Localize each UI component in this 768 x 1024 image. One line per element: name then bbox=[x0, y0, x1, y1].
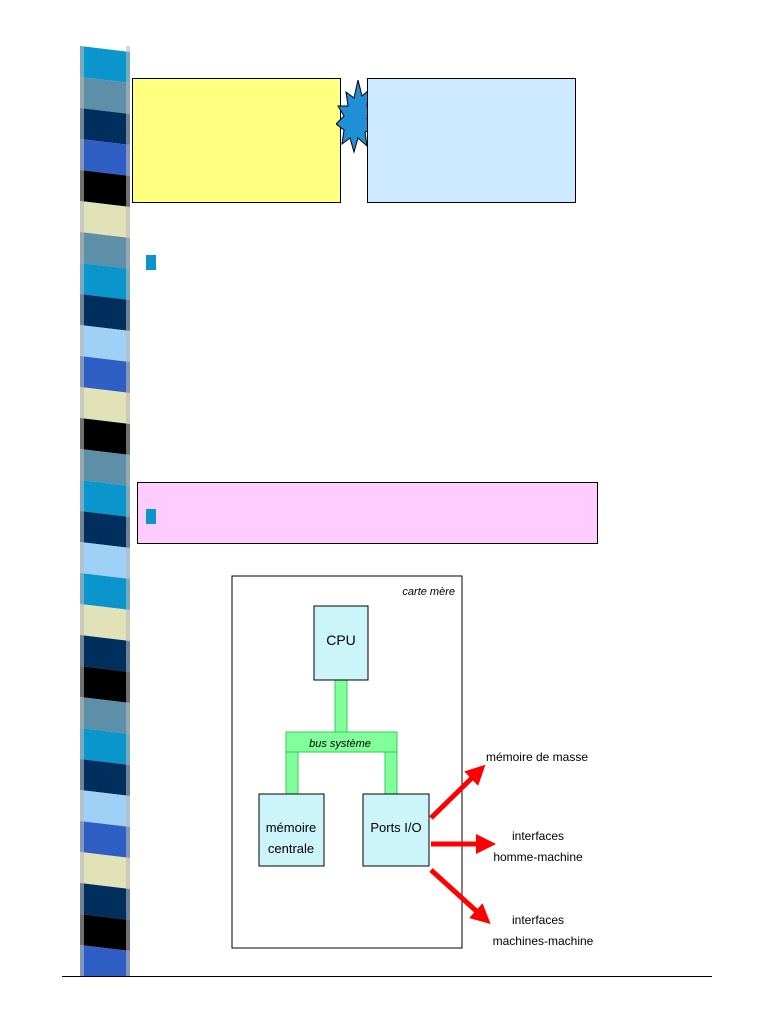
strip-band bbox=[80, 666, 130, 703]
strip-band bbox=[80, 604, 130, 641]
mmi-label-line2: machines-machine bbox=[493, 934, 594, 948]
square-bullet-icon bbox=[146, 255, 156, 270]
decorative-side-strip bbox=[80, 46, 130, 976]
strip-band bbox=[80, 945, 130, 976]
memory-label-line2: centrale bbox=[268, 841, 314, 856]
strip-band bbox=[80, 697, 130, 734]
strip-band bbox=[80, 418, 130, 455]
hmi-label-line1: interfaces bbox=[512, 829, 564, 843]
strip-band bbox=[80, 201, 130, 238]
strip-band bbox=[80, 108, 130, 145]
strip-band bbox=[80, 139, 130, 176]
cpu-label: CPU bbox=[326, 632, 356, 648]
mmi-label-line1: interfaces bbox=[512, 913, 564, 927]
strip-band bbox=[80, 759, 130, 796]
yellow-text-box bbox=[132, 78, 341, 203]
strip-band bbox=[80, 263, 130, 300]
blue-text-box bbox=[367, 78, 576, 203]
strip-band bbox=[80, 480, 130, 517]
motherboard-frame bbox=[231, 575, 463, 949]
strip-band bbox=[80, 511, 130, 548]
bus-label: bus système bbox=[309, 738, 371, 750]
strip-band bbox=[80, 728, 130, 765]
strip-band bbox=[80, 77, 130, 114]
strip-band bbox=[80, 635, 130, 672]
square-bullet-icon bbox=[146, 509, 156, 524]
cpu-bus-connector bbox=[334, 679, 348, 733]
strip-band bbox=[80, 325, 130, 362]
io-ports-box bbox=[362, 793, 430, 867]
strip-band bbox=[80, 914, 130, 951]
strip-band bbox=[80, 852, 130, 889]
strip-band bbox=[80, 573, 130, 610]
strip-band bbox=[80, 170, 130, 207]
ports-label: Ports I/O bbox=[370, 820, 421, 835]
strip-band bbox=[80, 542, 130, 579]
strip-band bbox=[80, 883, 130, 920]
system-bus bbox=[285, 731, 398, 753]
strip-band bbox=[80, 387, 130, 424]
strip-band bbox=[80, 356, 130, 393]
hmi-label-line2: homme-machine bbox=[493, 850, 583, 864]
memory-bus-connector bbox=[285, 749, 299, 796]
strip-band bbox=[80, 46, 130, 83]
strip-band bbox=[80, 449, 130, 486]
pink-text-box bbox=[137, 482, 598, 544]
central-memory-box bbox=[258, 793, 325, 867]
mass-memory-arrow bbox=[429, 764, 486, 820]
strip-band bbox=[80, 232, 130, 269]
strip-band bbox=[80, 294, 130, 331]
memory-label-line1: mémoire bbox=[266, 820, 317, 835]
mass-memory-label: mémoire de masse bbox=[486, 750, 588, 764]
strip-band bbox=[80, 821, 130, 858]
mmi-arrow bbox=[429, 868, 491, 925]
strip-band bbox=[80, 790, 130, 827]
footer-divider bbox=[62, 976, 712, 977]
board-label: carte mère bbox=[402, 586, 455, 598]
ports-bus-connector bbox=[384, 749, 398, 796]
cpu-box bbox=[313, 605, 369, 681]
